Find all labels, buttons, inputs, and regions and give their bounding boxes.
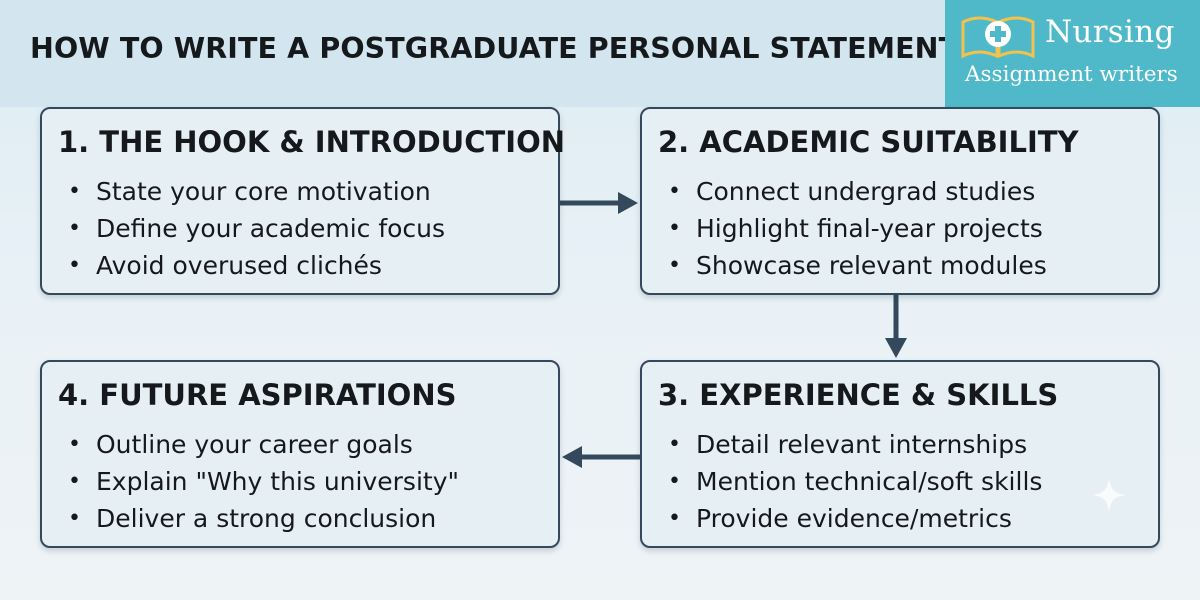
bullet-icon: • (668, 432, 681, 457)
step-list: •State your core motivation •Define your… (68, 173, 445, 284)
page-title: HOW TO WRITE A POSTGRADUATE PERSONAL STA… (30, 32, 959, 65)
step-title: 4. FUTURE ASPIRATIONS (58, 378, 457, 412)
step-box-future-aspirations: 4. FUTURE ASPIRATIONS •Outline your care… (40, 360, 560, 548)
list-item: •Showcase relevant modules (668, 251, 1047, 280)
list-item: •Deliver a strong conclusion (68, 504, 437, 533)
step-title: 2. ACADEMIC SUITABILITY (658, 125, 1079, 159)
list-item: •Mention technical/soft skills (668, 467, 1043, 496)
bullet-icon: • (68, 432, 81, 457)
list-item: •Provide evidence/metrics (668, 504, 1012, 533)
step-title: 1. THE HOOK & INTRODUCTION (58, 125, 566, 159)
step-list: •Connect undergrad studies •Highlight fi… (668, 173, 1047, 284)
list-item: •Outline your career goals (68, 430, 413, 459)
list-item: •Define your academic focus (68, 214, 446, 243)
logo-tagline: Assignment writers (965, 62, 1178, 87)
arrow-step2-to-step3 (885, 295, 907, 358)
header-band (0, 0, 945, 107)
list-item: •Detail relevant internships (668, 430, 1028, 459)
bullet-icon: • (668, 216, 681, 241)
bullet-icon: • (668, 506, 681, 531)
step-title: 3. EXPERIENCE & SKILLS (658, 378, 1059, 412)
list-item: •State your core motivation (68, 177, 431, 206)
sparkle-icon (1092, 478, 1126, 512)
logo-name: Nursing (1045, 14, 1175, 50)
bullet-icon: • (68, 179, 81, 204)
bullet-icon: • (68, 469, 81, 494)
list-item: •Explain "Why this university" (68, 467, 459, 496)
step-list: •Detail relevant internships •Mention te… (668, 426, 1042, 537)
step-box-hook-introduction: 1. THE HOOK & INTRODUCTION •State your c… (40, 107, 565, 295)
book-medical-cross-icon (961, 16, 1035, 59)
step-box-experience-skills: 3. EXPERIENCE & SKILLS •Detail relevant … (640, 360, 1160, 548)
bullet-icon: • (668, 179, 681, 204)
bullet-icon: • (68, 253, 81, 278)
brand-logo[interactable]: Nursing Assignment writers (945, 0, 1200, 107)
step-box-academic-suitability: 2. ACADEMIC SUITABILITY •Connect undergr… (640, 107, 1160, 295)
bullet-icon: • (68, 216, 81, 241)
arrow-step1-to-step2 (560, 192, 638, 214)
arrow-step3-to-step4 (562, 446, 640, 468)
list-item: •Highlight final-year projects (668, 214, 1043, 243)
bullet-icon: • (68, 506, 81, 531)
bullet-icon: • (668, 469, 681, 494)
list-item: •Connect undergrad studies (668, 177, 1036, 206)
step-list: •Outline your career goals •Explain "Why… (68, 426, 459, 537)
bullet-icon: • (668, 253, 681, 278)
list-item: •Avoid overused clichés (68, 251, 382, 280)
